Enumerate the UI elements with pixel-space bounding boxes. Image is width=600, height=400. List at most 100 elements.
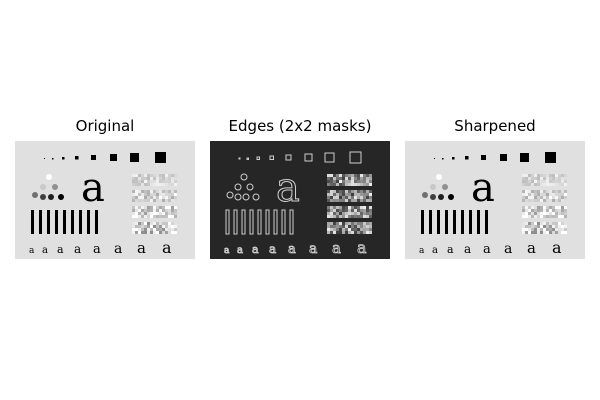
bar-1 [225, 209, 230, 235]
dot-7 [252, 193, 260, 201]
bar-7 [469, 210, 472, 234]
noise-block-3 [522, 206, 567, 218]
square-2 [442, 158, 444, 160]
small-letter-7: a [332, 239, 341, 257]
dot-7 [58, 194, 64, 200]
bar-8 [87, 210, 90, 234]
small-letter-4: a [464, 242, 471, 256]
noise-block-4 [132, 222, 177, 234]
bar-5 [453, 210, 456, 234]
square-6 [500, 154, 507, 161]
square-2 [52, 158, 54, 160]
small-letter-5: a [483, 242, 491, 257]
square-8 [155, 152, 166, 163]
square-2 [246, 157, 249, 160]
small-letter-1: a [224, 246, 230, 256]
noise-block-1 [327, 174, 372, 186]
square-8 [545, 152, 556, 163]
bar-4 [249, 209, 254, 235]
dot-7 [448, 194, 454, 200]
noise-block-2 [132, 190, 177, 202]
bar-7 [273, 209, 278, 235]
big-letter: a [471, 165, 495, 211]
big-letter: a [276, 165, 300, 211]
small-letter-5: a [288, 242, 296, 257]
noise-block-2 [327, 190, 372, 202]
square-7 [130, 153, 139, 162]
bar-1 [31, 210, 34, 234]
panel-title-edges: Edges (2x2 masks) [228, 117, 372, 135]
small-letter-7: a [137, 239, 146, 257]
dot-5 [430, 194, 436, 200]
bar-9 [289, 209, 294, 235]
small-letter-4: a [269, 242, 276, 256]
small-letter-6: a [504, 241, 512, 257]
noise-block-4 [327, 222, 372, 234]
bar-2 [233, 209, 238, 235]
bar-1 [421, 210, 424, 234]
small-letter-8: a [357, 238, 367, 257]
square-4 [269, 155, 274, 160]
small-letter-6: a [309, 241, 317, 257]
noise-block-1 [132, 174, 177, 186]
dot-2 [40, 184, 46, 190]
dot-4 [32, 192, 38, 198]
dot-6 [242, 193, 250, 201]
dot-5 [234, 193, 242, 201]
bar-2 [39, 210, 42, 234]
small-letter-7: a [527, 239, 536, 257]
bar-4 [55, 210, 58, 234]
square-1 [238, 157, 241, 160]
bar-6 [265, 209, 270, 235]
square-3 [452, 157, 455, 160]
square-7 [520, 153, 529, 162]
small-letter-2: a [42, 245, 48, 256]
bar-8 [281, 209, 286, 235]
dot-2 [430, 184, 436, 190]
small-letter-8: a [162, 238, 172, 257]
dot-1 [46, 174, 52, 180]
bar-3 [437, 210, 440, 234]
dot-4 [422, 192, 428, 198]
dot-3 [442, 184, 448, 190]
bar-2 [429, 210, 432, 234]
square-6 [110, 154, 117, 161]
dot-1 [436, 174, 442, 180]
small-letter-1: a [29, 246, 35, 256]
bar-6 [461, 210, 464, 234]
square-3 [256, 156, 260, 160]
square-3 [62, 157, 65, 160]
small-letter-3: a [57, 243, 64, 256]
noise-block-2 [522, 190, 567, 202]
noise-block-1 [522, 174, 567, 186]
small-letter-3: a [252, 243, 259, 256]
dot-3 [52, 184, 58, 190]
noise-block-4 [522, 222, 567, 234]
small-letter-8: a [552, 238, 562, 257]
noise-block-3 [327, 206, 372, 218]
dot-3 [246, 183, 254, 191]
panel-title-sharpened: Sharpened [454, 117, 536, 135]
square-5 [285, 154, 292, 161]
square-4 [75, 156, 79, 160]
square-5 [481, 155, 486, 160]
square-6 [304, 153, 313, 162]
square-7 [324, 152, 335, 163]
small-letter-5: a [93, 242, 101, 257]
bar-3 [241, 209, 246, 235]
bar-5 [257, 209, 262, 235]
dot-6 [48, 194, 54, 200]
small-letter-2: a [237, 245, 243, 256]
small-letter-1: a [419, 246, 425, 256]
big-letter: a [81, 165, 105, 211]
bar-9 [95, 210, 98, 234]
small-letter-6: a [114, 241, 122, 257]
bar-6 [71, 210, 74, 234]
small-letter-2: a [432, 245, 438, 256]
